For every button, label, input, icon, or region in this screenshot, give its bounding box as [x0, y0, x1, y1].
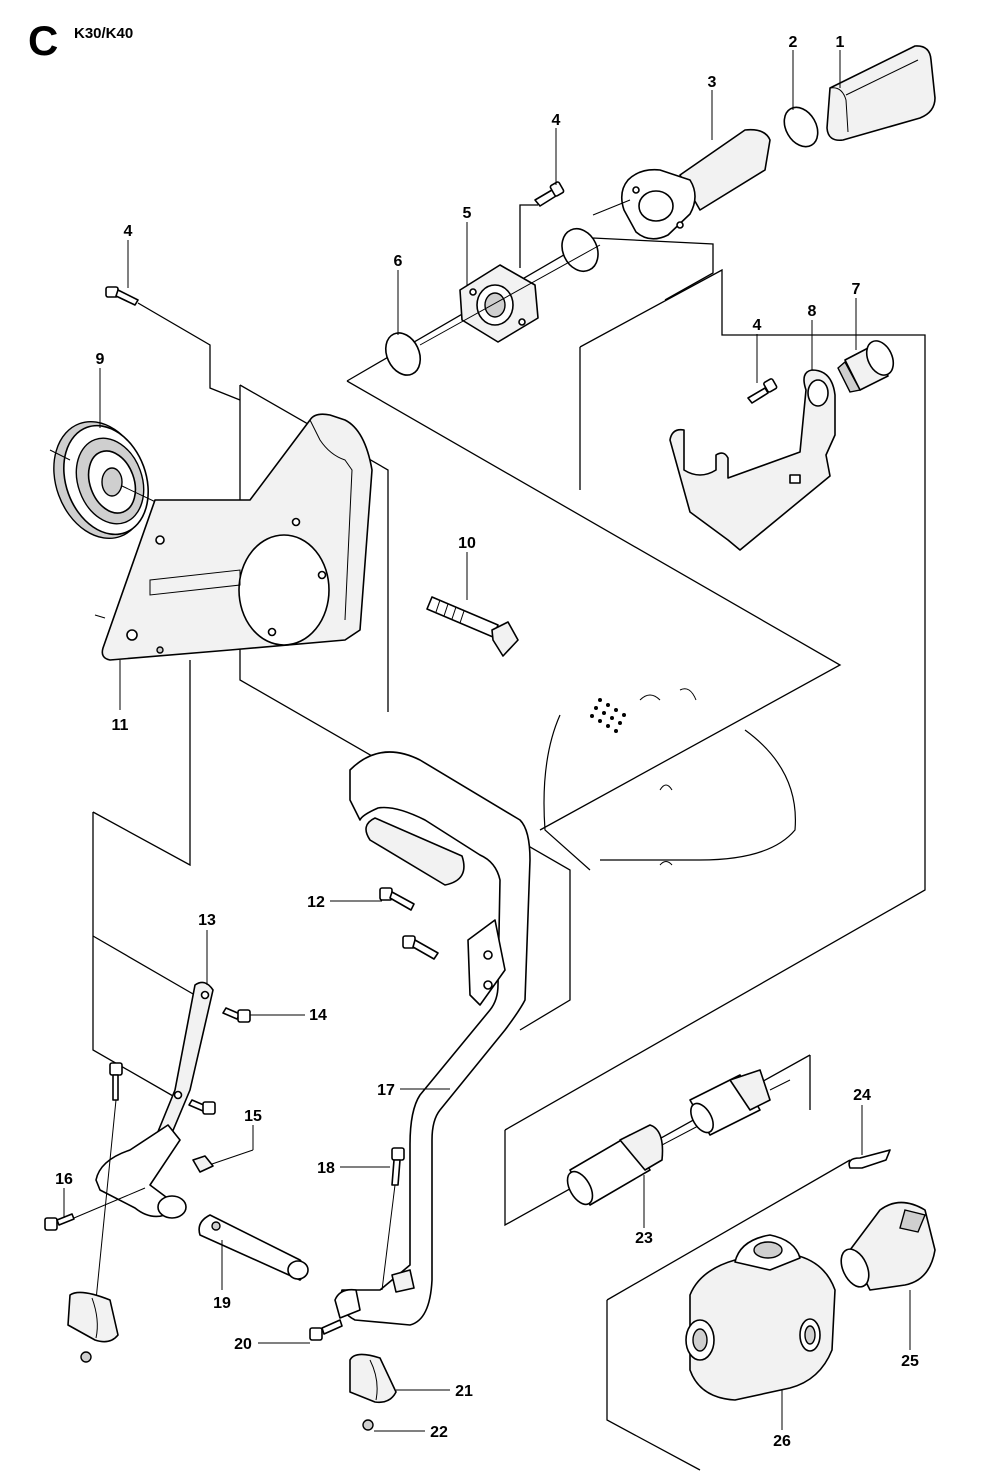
- part-10-bolt: [426, 596, 519, 657]
- screw-lever-mid: [188, 1099, 216, 1115]
- part-7-nipple: [837, 340, 895, 393]
- callout-19: 19: [213, 1295, 231, 1312]
- callout-15: 15: [244, 1108, 262, 1125]
- part-12-screws: [379, 887, 439, 960]
- callout-23: 23: [635, 1230, 653, 1247]
- screw-16: [44, 1187, 146, 1231]
- part-21-rubber-cap: [349, 1353, 397, 1431]
- callout-18: 18: [317, 1160, 335, 1177]
- callout-4-right: 4: [753, 317, 762, 334]
- part-24-clip: [848, 1149, 891, 1169]
- screw-4-right: [747, 378, 778, 404]
- callout-1: 1: [836, 34, 845, 51]
- seal-ring: [561, 228, 599, 272]
- callout-8: 8: [808, 303, 817, 320]
- model-label: K30/K40: [74, 25, 134, 42]
- part-1-sleeve: [826, 45, 936, 142]
- callout-4-top: 4: [552, 112, 561, 129]
- section-letter: C: [28, 17, 59, 64]
- callout-25: 25: [901, 1353, 919, 1370]
- callout-13: 13: [198, 912, 216, 929]
- part-26-valve-body: [685, 1234, 836, 1401]
- group-outlines: [92, 237, 926, 1471]
- callout-labels: 1 2 3 4 4 4 5 6 7 8 9 10 11 12 13 14 15 …: [55, 34, 919, 1450]
- engine-outline-reference: [543, 688, 797, 871]
- part-6-gasket: [384, 244, 601, 376]
- callout-21: 21: [455, 1383, 473, 1400]
- screw-20: [309, 1319, 343, 1341]
- callout-24: 24: [853, 1087, 871, 1104]
- callout-4-left: 4: [124, 223, 133, 240]
- part-23-coupling: [566, 1124, 701, 1206]
- part-19-pin: [198, 1214, 309, 1281]
- part-3-intake-pipe: [592, 128, 771, 240]
- rubber-cap-left: [67, 1291, 119, 1363]
- screw-4-top: [534, 181, 565, 207]
- part-11-arm-bracket: [94, 413, 373, 661]
- callout-14: 14: [309, 1007, 327, 1024]
- callout-16: 16: [55, 1171, 73, 1188]
- callout-9: 9: [96, 351, 105, 368]
- part-8-bracket: [669, 369, 836, 551]
- part-9-pulley: [49, 420, 163, 540]
- leader-lines: [63, 50, 911, 1432]
- callout-20: 20: [234, 1336, 252, 1353]
- callout-10: 10: [458, 535, 476, 552]
- part-5-flange: [459, 204, 539, 343]
- callout-3: 3: [708, 74, 717, 91]
- part-23-nipple: [689, 1069, 791, 1136]
- callout-17: 17: [377, 1082, 395, 1099]
- callout-11: 11: [112, 717, 129, 734]
- screw-4-left: [105, 286, 241, 401]
- callout-2: 2: [789, 34, 798, 51]
- callout-22: 22: [430, 1424, 448, 1441]
- callout-7: 7: [852, 281, 861, 298]
- callout-6: 6: [394, 253, 403, 270]
- part-13-lever-arm: [95, 981, 214, 1219]
- callout-5: 5: [463, 205, 472, 222]
- callout-12: 12: [307, 894, 325, 911]
- part-25-coupling: [840, 1201, 936, 1291]
- screw-lever-top: [95, 1062, 123, 1301]
- screw-14: [222, 1007, 251, 1023]
- part-2-o-ring: [783, 106, 819, 148]
- callout-26: 26: [773, 1433, 791, 1450]
- part-17-front-handle: [334, 751, 531, 1326]
- part-15-square-nut: [192, 1155, 214, 1173]
- screw-18: [381, 1147, 405, 1291]
